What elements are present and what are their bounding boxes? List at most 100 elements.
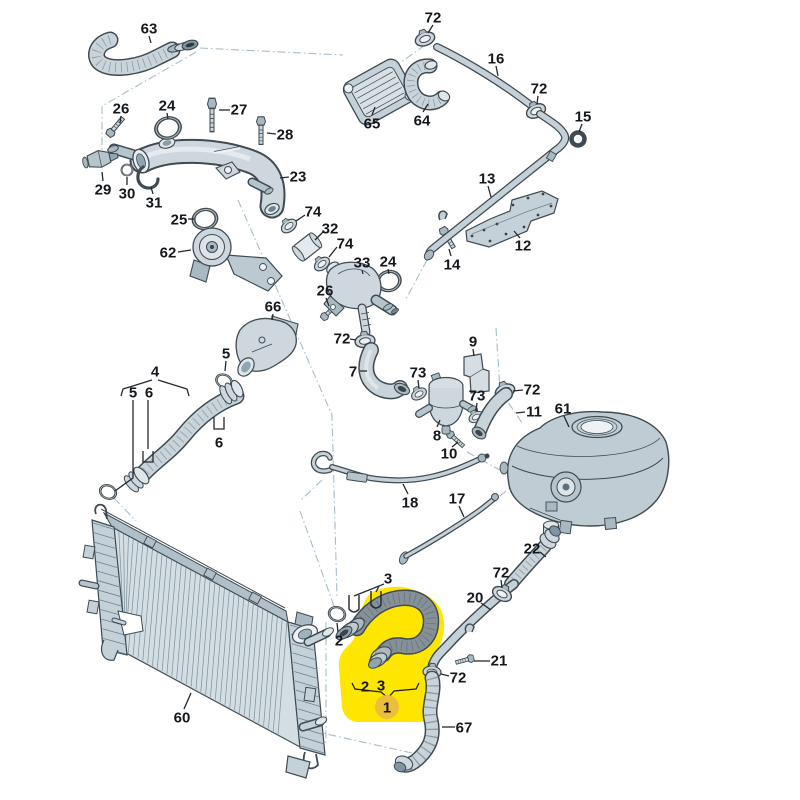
part-label-60[interactable]: 60 [174,710,191,727]
leader-line-14 [448,248,452,257]
part-label-25[interactable]: 25 [171,212,188,229]
part-label-1-selected[interactable]: 1 [383,700,391,717]
part-2a-oring-art [325,603,349,625]
part-label-14[interactable]: 14 [444,257,461,274]
leader-line-9 [472,348,475,357]
part-label-72[interactable]: 72 [425,10,442,27]
leader-line-26 [119,115,122,124]
leader-line-61 [563,415,570,428]
part-label-6[interactable]: 6 [145,385,153,402]
part-label-74[interactable]: 74 [337,236,354,253]
leader-line-64 [422,103,429,113]
part-label-3[interactable]: 3 [377,678,385,695]
part-11-hose-art [471,387,513,440]
part-label-16[interactable]: 16 [488,51,505,68]
part-label-72[interactable]: 72 [524,382,541,399]
leader-line-74 [295,214,306,222]
part-label-64[interactable]: 64 [414,113,431,130]
part-label-22[interactable]: 22 [524,541,541,558]
part-label-24[interactable]: 24 [159,98,176,115]
part-61-tank-art [499,410,670,535]
leader-line-8 [436,419,441,428]
leader-line-12 [513,230,521,239]
part-label-6[interactable]: 6 [215,435,223,452]
part-label-8[interactable]: 8 [433,428,441,445]
leader-line-22 [539,551,547,558]
part-label-7[interactable]: 7 [349,364,357,381]
part-label-21[interactable]: 21 [491,653,508,670]
part-label-31[interactable]: 31 [146,195,163,212]
leader-line-28 [266,132,277,135]
part-label-3[interactable]: 3 [384,571,392,588]
leader-line-72 [536,95,539,105]
part-label-11[interactable]: 11 [526,404,542,421]
part-label-5[interactable]: 5 [222,346,230,363]
part-24-oring-art [154,115,182,141]
part-label-62[interactable]: 62 [160,245,177,262]
part-label-30[interactable]: 30 [119,186,136,203]
part-label-73[interactable]: 73 [469,388,486,405]
part-13-pipe-art [423,110,570,261]
part-label-66[interactable]: 66 [265,299,282,316]
part-label-24[interactable]: 24 [380,254,397,271]
leader-line-5 [224,360,227,372]
part-label-28[interactable]: 28 [277,127,294,144]
part-label-2[interactable]: 2 [335,633,343,650]
part-label-67[interactable]: 67 [456,720,473,737]
leader-line-73 [417,379,420,389]
part-label-10[interactable]: 10 [441,446,458,463]
part-label-13[interactable]: 13 [479,171,496,188]
part-4-hose-art [123,379,245,493]
part-16-pipe-art [433,43,537,111]
leader-line-11 [515,411,526,414]
leader-line-6 [142,451,154,463]
leader-line-31 [150,186,154,195]
part-label-63[interactable]: 63 [141,21,158,38]
part-label-32[interactable]: 32 [322,221,339,238]
leader-line-23 [279,176,290,179]
part-label-72[interactable]: 72 [493,565,510,582]
part-label-5[interactable]: 5 [129,385,137,402]
part-label-29[interactable]: 29 [95,182,112,199]
leader-line-3 [375,585,380,593]
part-label-27[interactable]: 27 [231,102,248,119]
part-label-61[interactable]: 61 [555,401,572,418]
part-label-18[interactable]: 18 [402,495,419,512]
part-label-72[interactable]: 72 [334,331,351,348]
part-label-12[interactable]: 12 [515,238,532,255]
part-label-72[interactable]: 72 [450,670,467,687]
leader-line-66 [271,313,274,321]
part-label-20[interactable]: 20 [467,590,484,607]
leader-line-74 [328,246,338,258]
part-17-pipe-art [398,493,499,565]
part-label-65[interactable]: 65 [364,116,381,133]
part-label-74[interactable]: 74 [305,204,322,221]
part-label-26[interactable]: 26 [113,101,130,118]
part-label-26[interactable]: 26 [317,283,334,300]
part-label-33[interactable]: 33 [354,255,371,272]
leader-line-24 [166,112,169,120]
leader-line-15 [578,123,583,133]
part-label-9[interactable]: 9 [469,334,477,351]
leader-line-24 [387,268,390,275]
part-31-clip-art [136,165,160,190]
part-72a-clamp-art [411,25,438,50]
part-label-2[interactable]: 2 [361,679,369,696]
part-26-bolt-art [104,114,127,139]
leader-line-20 [480,602,492,611]
leader-line-29 [101,171,104,182]
part-25-oring-art [190,205,220,233]
leader-line-17 [458,505,465,518]
part-label-4[interactable]: 4 [151,364,160,381]
part-label-23[interactable]: 23 [290,169,307,186]
part-label-73[interactable]: 73 [410,365,427,382]
leader-line-26 [325,297,330,307]
part-label-72[interactable]: 72 [531,81,548,98]
leader-lines [101,24,583,728]
leader-line-62 [177,249,192,253]
part-label-17[interactable]: 17 [449,491,466,508]
part-label-15[interactable]: 15 [575,109,592,126]
part-1-hose-art[interactable] [334,589,440,671]
